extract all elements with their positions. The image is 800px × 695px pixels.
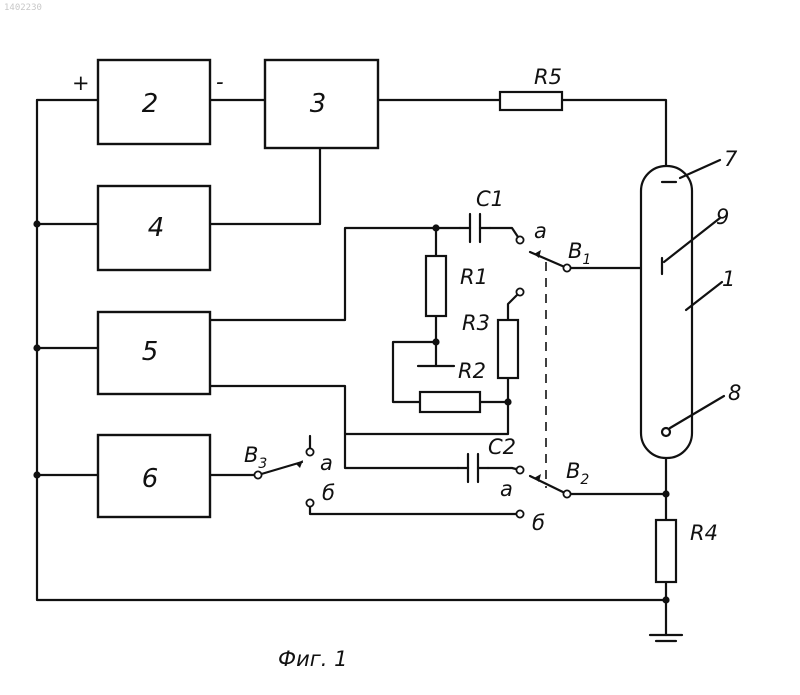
- r4-label: R4: [690, 521, 718, 545]
- r5-label: R5: [534, 65, 562, 89]
- switch-b2-label: B2: [566, 459, 589, 488]
- plus-label: +: [72, 71, 90, 95]
- resistor-r2: [420, 392, 480, 412]
- resistor-r3: [498, 320, 518, 378]
- c1-label: C1: [476, 187, 504, 211]
- block-2-label: 2: [142, 89, 159, 119]
- switch-b3-arrow: [296, 460, 303, 468]
- document-id: 1402230: [4, 3, 42, 13]
- probe-label: 9: [716, 205, 729, 229]
- minus-label: -: [216, 70, 224, 94]
- capacitor-c1: [460, 214, 490, 242]
- b3-pos-a-label: a: [320, 451, 333, 475]
- capacitor-c2: [458, 454, 488, 482]
- b3-pos-b-label: б: [322, 481, 335, 505]
- switch-b3-label: B3: [244, 443, 267, 472]
- block-4-label: 4: [148, 213, 165, 243]
- resistor-r4: [656, 520, 676, 582]
- junction-dots: [33, 220, 669, 603]
- r2-label: R2: [458, 359, 486, 383]
- b1-pos-a-label: a: [534, 219, 547, 243]
- cathode-label: 8: [728, 381, 741, 405]
- b2-pos-a-label: a: [500, 477, 513, 501]
- anode-label: 7: [724, 147, 738, 171]
- r3-label: R3: [462, 311, 490, 335]
- switch-b1-label: B1: [568, 239, 591, 268]
- device-label: 1: [722, 267, 735, 291]
- cathode-electrode: [662, 428, 670, 436]
- block-5-label: 5: [142, 337, 159, 367]
- device-tube: [641, 166, 692, 458]
- resistor-r5: [500, 92, 562, 110]
- figure-caption: Фиг. 1: [278, 647, 347, 671]
- resistor-r1: [426, 256, 446, 316]
- b2-pos-b-label: б: [532, 511, 545, 535]
- r1-label: R1: [460, 265, 488, 289]
- leader-7: [680, 160, 720, 178]
- switch-contacts: [254, 236, 570, 517]
- block-3-label: 3: [310, 89, 327, 119]
- c2-label: C2: [488, 435, 516, 459]
- block-6-label: 6: [142, 464, 159, 494]
